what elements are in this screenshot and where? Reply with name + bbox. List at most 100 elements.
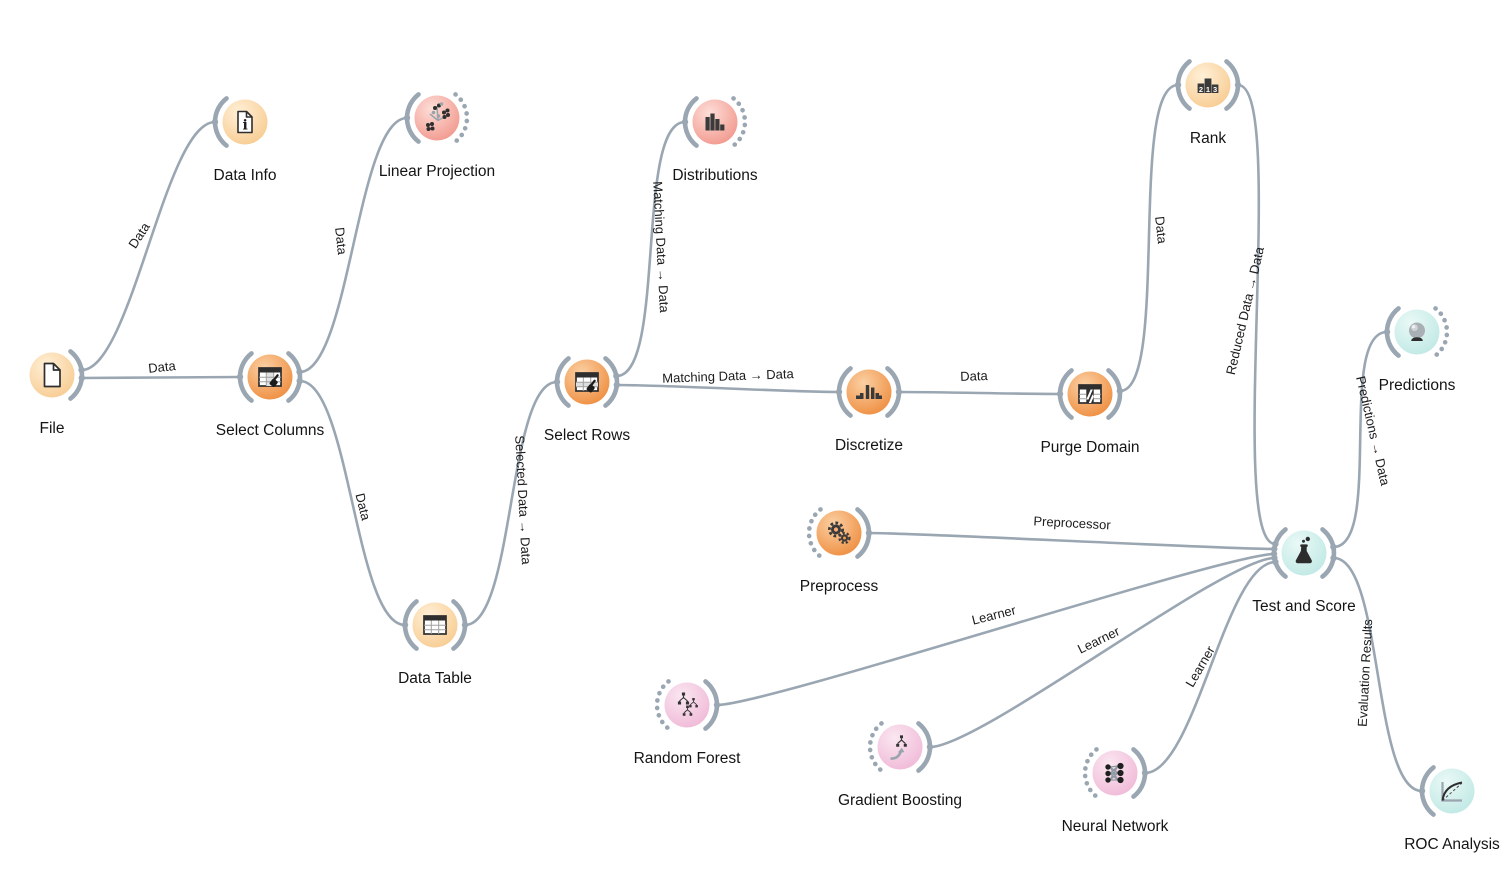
input-port-arc[interactable] xyxy=(1057,368,1074,420)
edge-discretize-to-purge-domain[interactable] xyxy=(898,390,1061,396)
edge-select-rows-to-distributions[interactable] xyxy=(616,120,686,378)
edge-gradient-boosting-to-test-and-score[interactable] xyxy=(929,556,1275,749)
edge-label: Reduced Data → Data xyxy=(1223,245,1267,377)
input-port-arc[interactable] xyxy=(212,96,229,148)
edge-label: Data xyxy=(1152,215,1170,245)
output-port-arc[interactable] xyxy=(286,351,303,403)
edge-test-and-score-to-predictions[interactable] xyxy=(1333,330,1388,549)
node-body[interactable] xyxy=(692,99,738,145)
svg-text:1: 1 xyxy=(1206,85,1210,94)
edge-label: Data xyxy=(332,226,350,256)
output-port-arc[interactable] xyxy=(1106,368,1123,420)
edge-label: Matching Data → Data xyxy=(650,181,672,314)
input-port-arc[interactable] xyxy=(402,599,419,651)
node-roc-analysis[interactable]: ROC Analysis xyxy=(1404,765,1500,853)
node-label: Discretize xyxy=(835,437,903,454)
output-port-arc[interactable] xyxy=(603,356,620,408)
edge-label: Preprocessor xyxy=(1033,513,1112,532)
output-port-arc[interactable] xyxy=(916,721,933,773)
edge-preprocess-to-test-and-score[interactable] xyxy=(868,531,1275,551)
output-port-arc[interactable] xyxy=(1320,527,1337,579)
tree-forest-icon xyxy=(677,692,698,716)
edge-select-columns-to-linear-projection[interactable] xyxy=(299,116,408,374)
node-label: Preprocess xyxy=(800,578,879,595)
input-port-arc[interactable] xyxy=(237,351,254,403)
input-port-arc[interactable] xyxy=(836,366,853,418)
node-predictions[interactable]: Predictions xyxy=(1379,306,1456,394)
edge-select-rows-to-discretize[interactable] xyxy=(616,383,840,394)
data-info-icon: i xyxy=(237,110,253,134)
output-port-arc[interactable] xyxy=(703,679,720,731)
node-random-forest[interactable]: Random Forest xyxy=(634,679,742,767)
node-distributions[interactable]: Distributions xyxy=(672,96,758,184)
node-neural-network[interactable]: Neural Network xyxy=(1062,747,1169,835)
edge-random-forest-to-test-and-score[interactable] xyxy=(716,552,1275,707)
node-data-table[interactable]: Data Table xyxy=(398,599,472,687)
input-port-arc[interactable] xyxy=(867,721,884,773)
edge-select-columns-to-data-table[interactable] xyxy=(299,379,406,627)
flask-icon xyxy=(1295,536,1312,564)
node-discretize[interactable]: Discretize xyxy=(835,366,903,454)
output-port-arc[interactable] xyxy=(1131,747,1148,799)
edge-label: Learner xyxy=(1075,623,1122,656)
output-port-arc[interactable] xyxy=(1224,59,1241,111)
edge-label: Selected Data → Data xyxy=(512,435,534,566)
node-gradient-boosting[interactable]: Gradient Boosting xyxy=(838,721,962,809)
output-port-arc[interactable] xyxy=(68,349,85,401)
node-body[interactable] xyxy=(414,95,460,141)
purge-domain-icon xyxy=(1078,384,1102,404)
input-port-arc[interactable] xyxy=(682,96,699,148)
output-port-arc[interactable] xyxy=(453,92,470,144)
node-label: Predictions xyxy=(1379,377,1456,394)
node-linear-projection[interactable]: Linear Projection xyxy=(379,92,495,180)
node-label: File xyxy=(40,420,65,437)
select-columns-icon xyxy=(258,367,282,387)
input-port-arc[interactable] xyxy=(554,356,571,408)
svg-text:i: i xyxy=(243,118,248,134)
edge-data-table-to-select-rows[interactable] xyxy=(464,380,558,627)
edge-label: Learner xyxy=(1182,643,1218,690)
node-label: Select Columns xyxy=(216,422,325,439)
node-label: Select Rows xyxy=(544,427,630,444)
output-port-arc[interactable] xyxy=(451,599,468,651)
input-port-arc[interactable] xyxy=(654,679,671,731)
output-port-arc[interactable] xyxy=(855,507,872,559)
svg-text:3: 3 xyxy=(1213,85,1217,94)
node-test-and-score[interactable]: Test and Score xyxy=(1252,527,1356,615)
edge-purge-domain-to-rank[interactable] xyxy=(1119,83,1179,393)
input-port-arc[interactable] xyxy=(1384,306,1401,358)
node-purge-domain[interactable]: Purge Domain xyxy=(1040,368,1140,456)
node-file[interactable]: File xyxy=(29,349,85,437)
gears-icon xyxy=(827,521,851,545)
node-body[interactable] xyxy=(1429,768,1475,814)
input-port-arc[interactable] xyxy=(404,92,421,144)
input-port-arc[interactable] xyxy=(1082,747,1099,799)
node-preprocess[interactable]: Preprocess xyxy=(800,507,879,595)
input-port-arc[interactable] xyxy=(806,507,823,559)
node-select-columns[interactable]: Select Columns xyxy=(216,351,325,439)
edge-neural-network-to-test-and-score[interactable] xyxy=(1144,560,1276,775)
input-port-arc[interactable] xyxy=(1175,59,1192,111)
edge-rank-to-test-and-score[interactable] xyxy=(1237,83,1276,546)
output-port-arc[interactable] xyxy=(731,96,748,148)
output-port-arc[interactable] xyxy=(1433,306,1450,358)
node-body[interactable] xyxy=(664,682,710,728)
input-port-arc[interactable] xyxy=(1271,527,1288,579)
neural-network-icon xyxy=(1105,762,1124,784)
node-label: ROC Analysis xyxy=(1404,836,1500,853)
edge-file-to-data-info[interactable] xyxy=(81,120,216,372)
crystal-ball-icon xyxy=(1409,322,1425,341)
edge-label: Data xyxy=(960,368,989,384)
input-port-arc[interactable] xyxy=(1419,765,1436,817)
edge-file-to-select-columns[interactable] xyxy=(81,375,241,380)
scatter-plot-icon xyxy=(426,102,450,131)
node-body[interactable] xyxy=(877,724,923,770)
edge-test-and-score-to-roc-analysis[interactable] xyxy=(1333,556,1423,793)
node-select-rows[interactable]: Select Rows xyxy=(544,356,630,444)
output-port-arc[interactable] xyxy=(885,366,902,418)
